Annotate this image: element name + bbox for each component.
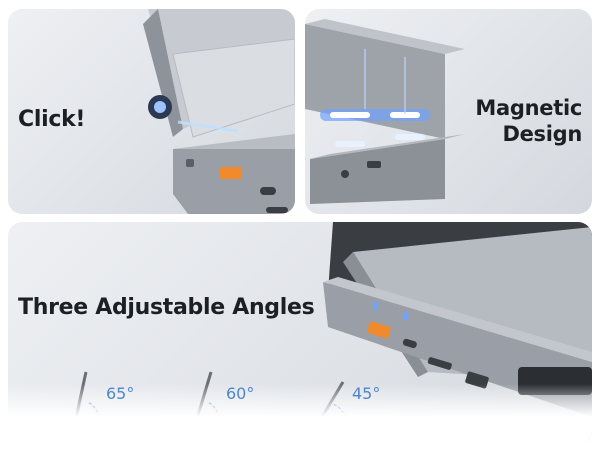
- usb-c-port-icon: [260, 187, 276, 195]
- sd-slot-icon: [427, 357, 452, 370]
- led-icon: [403, 312, 407, 320]
- headline-line-1: Magnetic: [475, 96, 582, 120]
- magnetic-design-headline: Magnetic Design: [475, 95, 582, 147]
- usb-a-port-icon: [367, 321, 391, 339]
- angle-label-60: 60°: [226, 384, 255, 403]
- magnetic-design-panel: Magnetic Design: [305, 9, 592, 214]
- angle-label-65: 65°: [106, 384, 135, 403]
- magnet-icon: [335, 141, 365, 147]
- headline-line-2: Design: [502, 122, 582, 146]
- inner-plate: [172, 38, 295, 138]
- hub-top: [173, 134, 295, 149]
- magnetic-stand-illustration: [305, 19, 465, 204]
- audio-port-icon: [341, 170, 349, 178]
- three-angles-headline: Three Adjustable Angles: [18, 295, 315, 320]
- click-headline: Click!: [18, 107, 86, 132]
- hinge-closeup-illustration: [143, 9, 295, 214]
- adjustable-stand-illustration: [66, 222, 592, 435]
- hub-body: [173, 149, 295, 214]
- port-icon: [266, 207, 288, 213]
- click-panel: Click!: [8, 9, 295, 214]
- hdmi-port-icon: [367, 161, 381, 168]
- bottom-fade: [8, 384, 592, 444]
- magnet-icon: [330, 112, 370, 118]
- slot-icon: [186, 159, 194, 167]
- hinge-glow-icon: [154, 101, 166, 113]
- three-angles-panel: Three Adjustable Angles 65° 60° 45°: [8, 222, 592, 444]
- stand-plate-edge: [143, 9, 183, 137]
- led-icon: [373, 302, 377, 310]
- hub-top: [323, 277, 592, 362]
- light-streak: [177, 120, 239, 133]
- usb-c-port-icon: [402, 338, 417, 349]
- angle-label-45: 45°: [352, 384, 381, 403]
- usb-a-port-icon: [220, 167, 242, 179]
- magnet-icon: [395, 134, 425, 140]
- hub-top: [310, 134, 465, 159]
- magnet-icon: [390, 112, 420, 118]
- hub-body: [310, 139, 445, 204]
- upper-plate-top: [305, 19, 465, 54]
